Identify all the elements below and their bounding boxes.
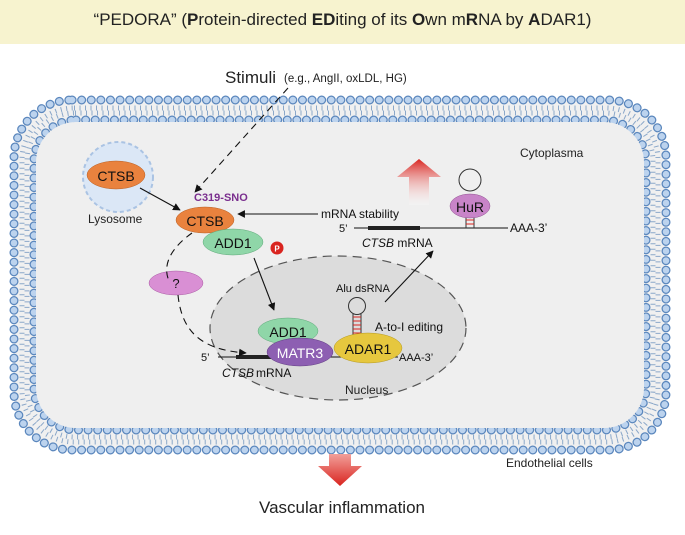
lysosome-label: Lysosome — [88, 212, 143, 226]
nuc-five-prime: 5’ — [201, 352, 210, 364]
title-part: DAR1) — [540, 10, 592, 29]
sno-label: C319-SNO — [194, 192, 248, 204]
adar1-label: ADAR1 — [345, 341, 392, 357]
lysosome: CTSB — [82, 141, 154, 213]
stimuli-label: Stimuli — [225, 68, 276, 87]
unknown-factor — [148, 270, 204, 296]
cytoplasm-label: Cytoplasma — [520, 146, 584, 160]
unknown-to-mrna-arrow — [177, 294, 247, 357]
endothelial-label: Endothelial cells — [506, 456, 593, 470]
title-part: rotein-directed — [198, 10, 312, 29]
title-part: ED — [311, 10, 336, 29]
alu-label: Alu dsRNA — [336, 283, 390, 295]
add1-label: ADD1 — [214, 235, 252, 251]
hur-label: HuR — [456, 199, 484, 215]
phospho-label: P — [274, 245, 280, 254]
add1-to-nucleus-arrow — [253, 257, 276, 311]
title-bar: “PEDORA” (Protein-directed EDiting of it… — [0, 0, 685, 44]
export-arrow — [384, 250, 434, 303]
cyto-three-prime: AAA-3’ — [510, 221, 547, 235]
stability-up-arrow — [397, 159, 441, 205]
hur-protein — [449, 193, 491, 219]
nuc-three-prime: AAA-3’ — [399, 352, 433, 364]
title-part: P — [187, 10, 199, 29]
diagram-title: “PEDORA” (Protein-directed EDiting of it… — [0, 10, 685, 30]
ctsb-protein — [175, 206, 235, 234]
title-part: NA by — [478, 10, 529, 29]
add1-protein — [202, 228, 264, 256]
matr3-label: MATR3 — [277, 345, 324, 361]
nucleus — [209, 255, 467, 401]
title-part: wn m — [425, 10, 466, 29]
stability-label: mRNA stability — [321, 207, 399, 221]
ctsb-label: CTSB — [186, 213, 223, 229]
ctsb-lysosome-label: CTSB — [97, 168, 134, 184]
lysosome-release-arrow — [139, 187, 181, 211]
outcome-label: Vascular inflammation — [259, 498, 425, 517]
editing-label: A-to-I editing — [375, 320, 443, 334]
title-part: “PEDORA” ( — [93, 10, 188, 29]
title-part: iting of its — [335, 10, 412, 29]
ctsb-lysosome-protein — [86, 160, 146, 190]
outcome-down-arrow — [318, 454, 362, 486]
title-part: R — [465, 10, 479, 29]
title-part: A — [528, 10, 541, 29]
cyto-mrna-label: CTSB mRNA — [362, 236, 433, 250]
stimuli-detail: (e.g., AngII, oxLDL, HG) — [284, 73, 407, 85]
title-part: O — [411, 10, 426, 29]
adar1-protein — [333, 332, 403, 364]
nucleus-label: Nucleus — [345, 383, 388, 397]
unknown-label: ? — [172, 276, 179, 291]
add1-nuclear-label: ADD1 — [269, 324, 307, 340]
phospho-badge — [270, 241, 284, 255]
cyto-five-prime: 5’ — [339, 223, 348, 235]
matr3-protein — [266, 337, 334, 367]
